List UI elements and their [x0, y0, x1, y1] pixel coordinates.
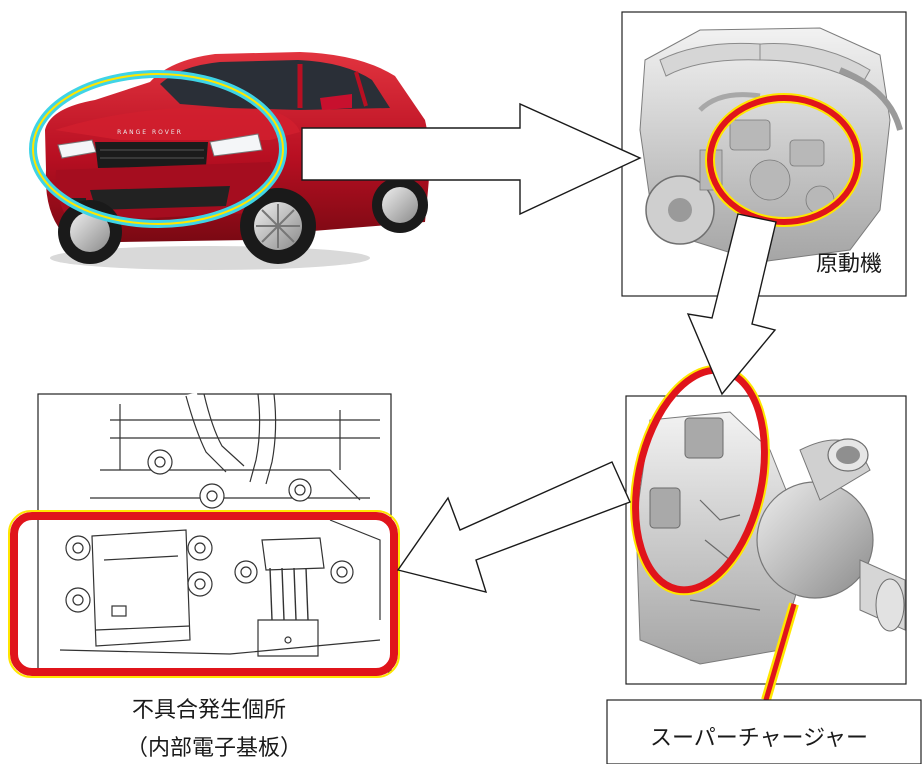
drawing-frame — [37, 393, 392, 673]
engine-label: 原動機 — [816, 252, 883, 277]
arrow-car-to-engine — [301, 102, 642, 216]
rear-wheel — [372, 177, 428, 233]
vehicle-image: RANGE ROVER — [40, 38, 430, 272]
supercharger-label: スーパーチャージャー — [650, 726, 869, 751]
defect-location-label: 不具合発生個所 — [132, 698, 287, 723]
supercharger-label-box — [606, 699, 922, 764]
engine-highlight-circle — [706, 94, 862, 226]
vehicle-badge: RANGE ROVER — [117, 129, 183, 136]
defect-location-sublabel: （内部電子基板） — [126, 736, 303, 761]
arrow-supercharger-to-drawing — [396, 461, 631, 593]
defect-highlight-box — [10, 512, 398, 676]
circuit-board-drawing — [8, 392, 400, 678]
supercharger-image — [625, 364, 907, 685]
arrow-engine-to-supercharger — [686, 213, 777, 396]
rear-front-wheel — [240, 188, 316, 264]
